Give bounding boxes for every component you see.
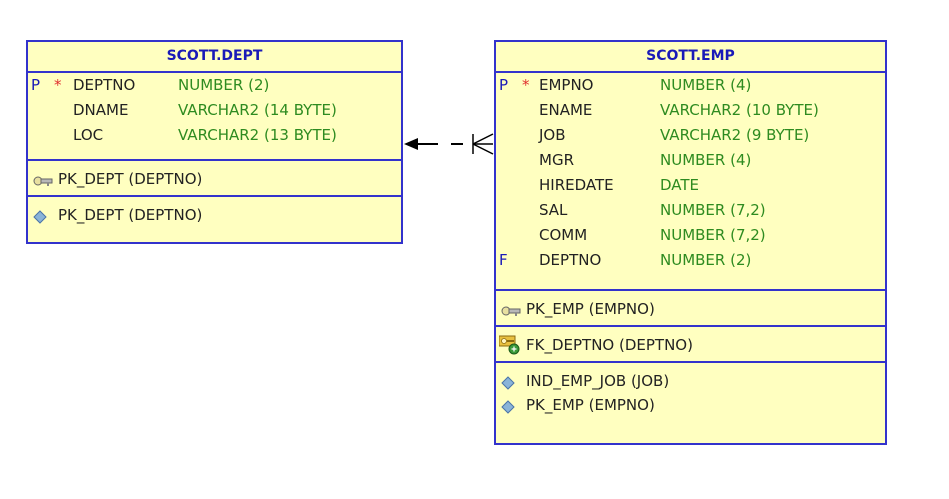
column-type: NUMBER (4) — [660, 76, 752, 94]
column-name: JOB — [539, 126, 566, 144]
column-type: DATE — [660, 176, 700, 194]
table-scott-dept[interactable]: SCOTT.DEPT P * DEPTNO NUMBER (2) DNAME V… — [26, 40, 403, 244]
primary-key-item[interactable]: PK_DEPT (DEPTNO) — [28, 167, 401, 191]
column-type: VARCHAR2 (10 BYTE) — [660, 101, 819, 119]
column-flag: F — [499, 251, 508, 269]
column-type: NUMBER (4) — [660, 151, 752, 169]
primary-key-section: PK_EMP (EMPNO) — [496, 289, 885, 325]
crows-foot-icon — [472, 133, 494, 155]
column-flag: P — [499, 76, 509, 94]
column-row[interactable]: DNAME VARCHAR2 (14 BYTE) — [28, 98, 401, 123]
column-type: NUMBER (7,2) — [660, 201, 766, 219]
column-name: LOC — [73, 126, 104, 144]
column-row[interactable]: JOB VARCHAR2 (9 BYTE) — [496, 123, 885, 148]
column-row[interactable]: ENAME VARCHAR2 (10 BYTE) — [496, 98, 885, 123]
index-diamond-icon — [33, 207, 47, 231]
index-diamond-icon — [501, 373, 515, 397]
foreign-key-icon — [498, 335, 521, 362]
required-marker: * — [522, 76, 530, 94]
table-scott-emp[interactable]: SCOTT.EMP P * EMPNO NUMBER (4) ENAME VAR… — [494, 40, 887, 445]
index-diamond-icon — [501, 397, 515, 421]
table-title: SCOTT.DEPT — [28, 42, 401, 73]
column-name: DEPTNO — [73, 76, 136, 94]
column-name: ENAME — [539, 101, 593, 119]
index-label: PK_DEPT (DEPTNO) — [58, 206, 203, 224]
foreign-key-section: FK_DEPTNO (DEPTNO) — [496, 325, 885, 361]
required-marker: * — [54, 76, 62, 94]
table-title: SCOTT.EMP — [496, 42, 885, 73]
column-row[interactable]: COMM NUMBER (7,2) — [496, 223, 885, 248]
column-type: VARCHAR2 (13 BYTE) — [178, 126, 337, 144]
column-type: VARCHAR2 (14 BYTE) — [178, 101, 337, 119]
column-name: COMM — [539, 226, 588, 244]
column-name: DEPTNO — [539, 251, 602, 269]
index-item[interactable]: PK_DEPT (DEPTNO) — [28, 203, 401, 227]
column-row[interactable]: MGR NUMBER (4) — [496, 148, 885, 173]
column-row[interactable]: P * DEPTNO NUMBER (2) — [28, 73, 401, 98]
column-type: NUMBER (7,2) — [660, 226, 766, 244]
primary-key-item[interactable]: PK_EMP (EMPNO) — [496, 297, 885, 321]
column-type: NUMBER (2) — [660, 251, 752, 269]
column-name: SAL — [539, 201, 568, 219]
primary-key-label: PK_DEPT (DEPTNO) — [58, 170, 203, 188]
column-name: EMPNO — [539, 76, 594, 94]
index-item[interactable]: PK_EMP (EMPNO) — [496, 393, 885, 417]
column-list: P * EMPNO NUMBER (4) ENAME VARCHAR2 (10 … — [496, 73, 885, 289]
foreign-key-label: FK_DEPTNO (DEPTNO) — [526, 336, 693, 354]
key-icon — [33, 171, 53, 195]
column-name: HIREDATE — [539, 176, 614, 194]
column-row[interactable]: HIREDATE DATE — [496, 173, 885, 198]
column-row[interactable]: F DEPTNO NUMBER (2) — [496, 248, 885, 273]
column-type: VARCHAR2 (9 BYTE) — [660, 126, 810, 144]
column-name: DNAME — [73, 101, 129, 119]
key-icon — [501, 301, 521, 325]
index-label: IND_EMP_JOB (JOB) — [526, 372, 670, 390]
index-item[interactable]: IND_EMP_JOB (JOB) — [496, 369, 885, 393]
primary-key-label: PK_EMP (EMPNO) — [526, 300, 655, 318]
index-section: IND_EMP_JOB (JOB) PK_EMP (EMPNO) — [496, 361, 885, 417]
column-row[interactable]: LOC VARCHAR2 (13 BYTE) — [28, 123, 401, 148]
foreign-key-item[interactable]: FK_DEPTNO (DEPTNO) — [496, 333, 885, 357]
column-type: NUMBER (2) — [178, 76, 270, 94]
index-section: PK_DEPT (DEPTNO) — [28, 195, 401, 227]
column-row[interactable]: SAL NUMBER (7,2) — [496, 198, 885, 223]
column-row[interactable]: P * EMPNO NUMBER (4) — [496, 73, 885, 98]
primary-key-section: PK_DEPT (DEPTNO) — [28, 159, 401, 195]
column-flag: P — [31, 76, 41, 94]
column-name: MGR — [539, 151, 574, 169]
column-list: P * DEPTNO NUMBER (2) DNAME VARCHAR2 (14… — [28, 73, 401, 159]
index-label: PK_EMP (EMPNO) — [526, 396, 655, 414]
arrowhead-icon — [404, 138, 418, 150]
